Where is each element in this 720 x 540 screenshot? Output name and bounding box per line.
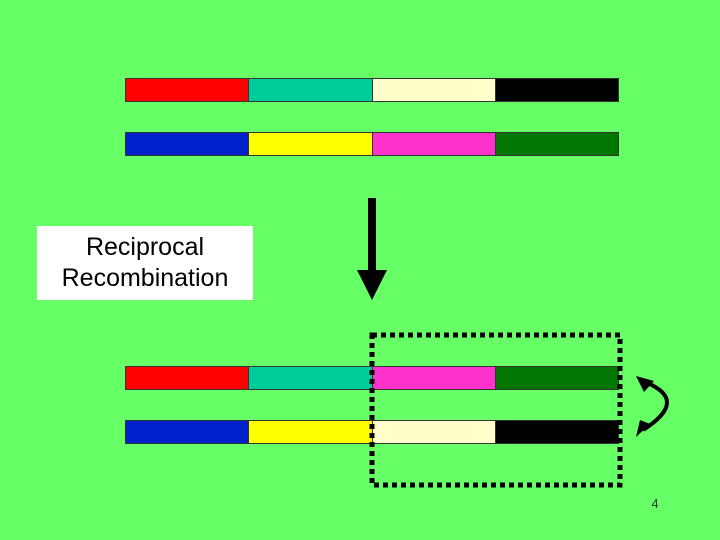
chromosome-segment-1 — [126, 133, 250, 155]
chromosome-after-1 — [125, 366, 619, 390]
chromosome-segment-4 — [495, 133, 618, 155]
chromosome-segment-2 — [249, 367, 373, 389]
chromosome-before-2 — [125, 132, 619, 156]
chromosome-segment-1 — [126, 79, 250, 101]
chromosome-segment-2 — [249, 421, 373, 443]
chromosome-segment-3 — [372, 367, 496, 389]
chromosome-segment-4 — [495, 421, 618, 443]
chromosome-segment-2 — [249, 79, 373, 101]
chromosome-segment-2 — [249, 133, 373, 155]
down-arrow-icon — [357, 198, 387, 300]
chromosome-segment-3 — [372, 79, 496, 101]
chromosome-segment-4 — [495, 79, 618, 101]
label-line-1: Reciprocal — [85, 233, 205, 261]
chromosome-segment-1 — [126, 367, 250, 389]
chromosome-segment-1 — [126, 421, 250, 443]
label-line-2: Recombination — [61, 264, 229, 292]
chromosome-segment-3 — [372, 421, 496, 443]
reciprocal-recombination-label: Reciprocal Recombination — [37, 226, 253, 300]
chromosome-after-2 — [125, 420, 619, 444]
swap-arrow-icon — [636, 376, 669, 437]
exchange-region-dashed-box — [369, 332, 623, 488]
page-number: 4 — [651, 496, 659, 511]
chromosome-segment-4 — [495, 367, 618, 389]
chromosome-before-1 — [125, 78, 619, 102]
chromosome-segment-3 — [372, 133, 496, 155]
